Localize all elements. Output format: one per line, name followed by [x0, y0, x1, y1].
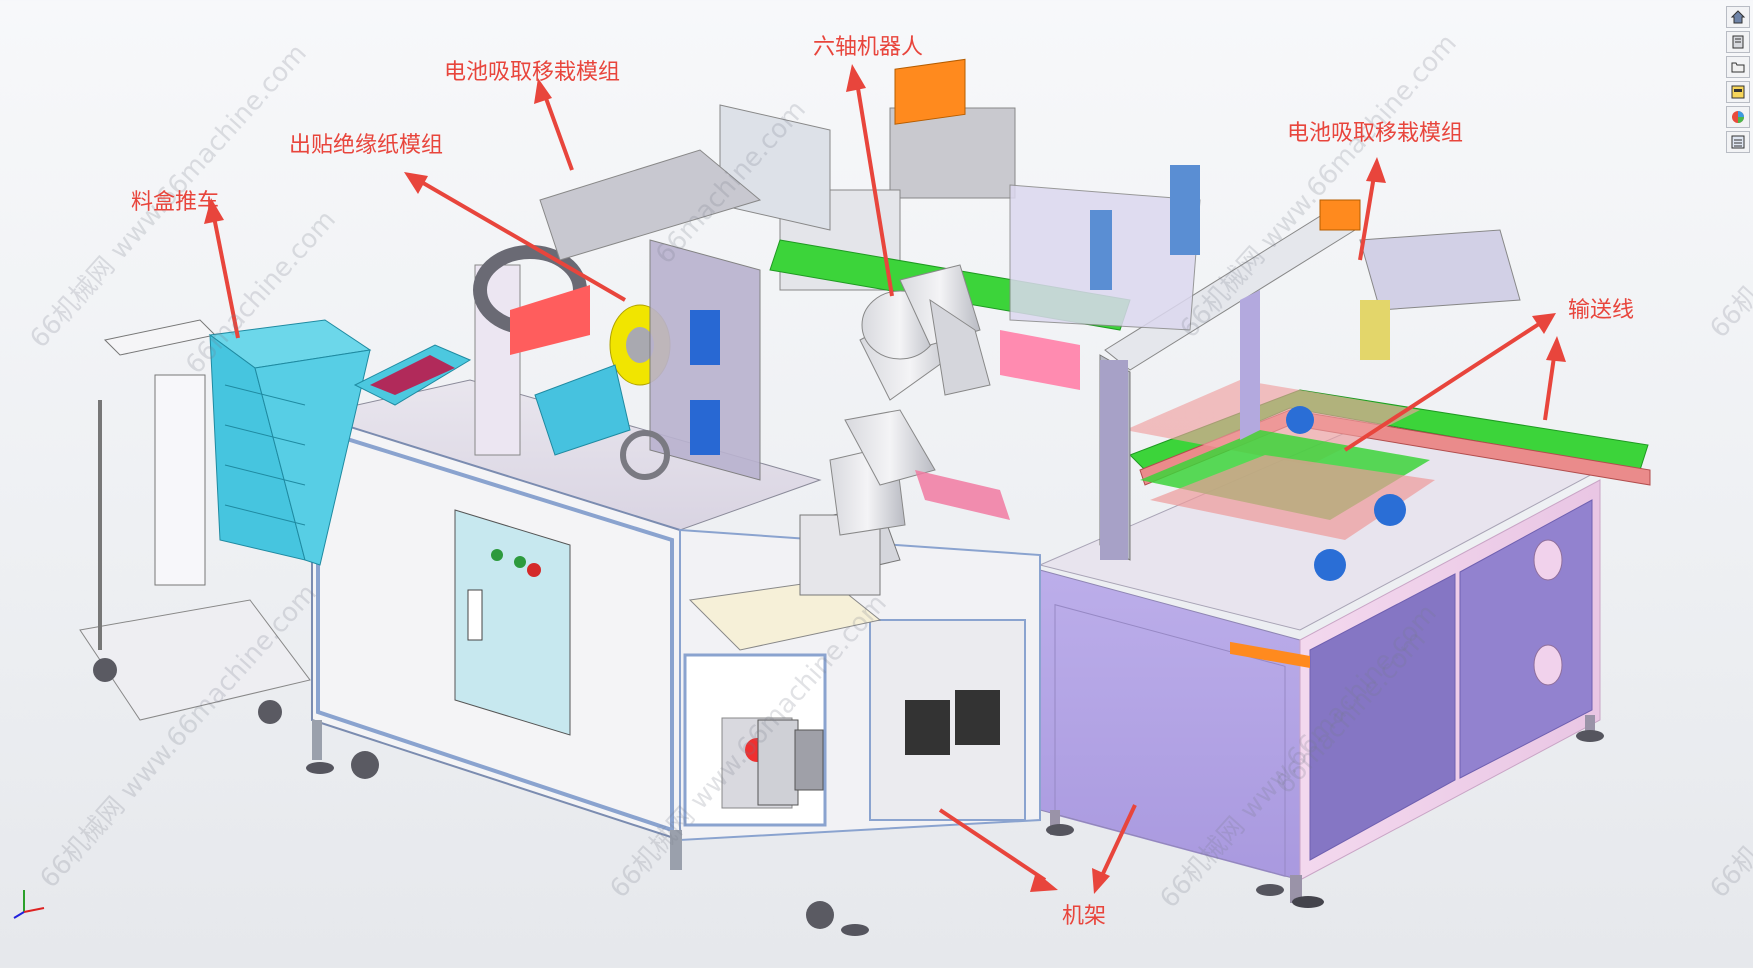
home-view-button[interactable] [1726, 6, 1750, 28]
label-battery-transfer-module-right: 电池吸取移栽模组 [1287, 121, 1464, 146]
label-conveyor-line: 输送线 [1568, 298, 1635, 323]
six-axis-robot-model [799, 264, 1010, 596]
open-folder-button[interactable] [1726, 56, 1750, 78]
properties-icon [1731, 85, 1745, 99]
appearance-button[interactable] [1726, 106, 1750, 128]
pneumatic-unit [757, 719, 824, 806]
label-machine-frame: 机架 [1062, 904, 1107, 929]
view-toolbar [1723, 6, 1753, 153]
insulation-paper-module [473, 149, 762, 481]
arrow-battery-transfer-right [1358, 169, 1377, 261]
callout-arrows [204, 64, 1566, 894]
home-icon [1730, 10, 1746, 24]
blue-bin-stack [208, 319, 372, 566]
label-battery-transfer-module-left: 电池吸取移栽模组 [444, 60, 621, 85]
arrow-conveyor-line-down [1543, 349, 1557, 421]
list-icon [1731, 135, 1745, 149]
properties-button[interactable] [1726, 81, 1750, 103]
battery-tray-left [353, 344, 631, 456]
coordinate-triad-icon [13, 890, 45, 919]
list-view-button[interactable] [1726, 131, 1750, 153]
arrow-machine-frame-right [1098, 804, 1137, 881]
label-material-box-cart: 料盒推车 [131, 190, 220, 215]
right-machine-frame [1038, 419, 1604, 908]
middle-back-structure [719, 58, 1201, 390]
folder-icon [1731, 62, 1745, 73]
right-gantry-model [1099, 199, 1521, 561]
appearance-icon [1732, 111, 1744, 123]
arrow-material-box-cart [211, 211, 240, 339]
arrow-conveyor-line [1343, 320, 1544, 452]
parts-button[interactable] [1726, 31, 1750, 53]
parts-icon [1732, 35, 1744, 49]
material-box-cart-model [79, 319, 372, 724]
arrow-battery-transfer-left [541, 89, 574, 171]
label-insulation-paper-module: 出贴绝缘纸模组 [289, 133, 444, 158]
arrow-machine-frame-left [938, 808, 1047, 882]
arrow-six-axis-robot [854, 75, 894, 297]
arrow-insulation-paper [416, 178, 627, 302]
label-six-axis-robot: 六轴机器人 [813, 35, 924, 60]
